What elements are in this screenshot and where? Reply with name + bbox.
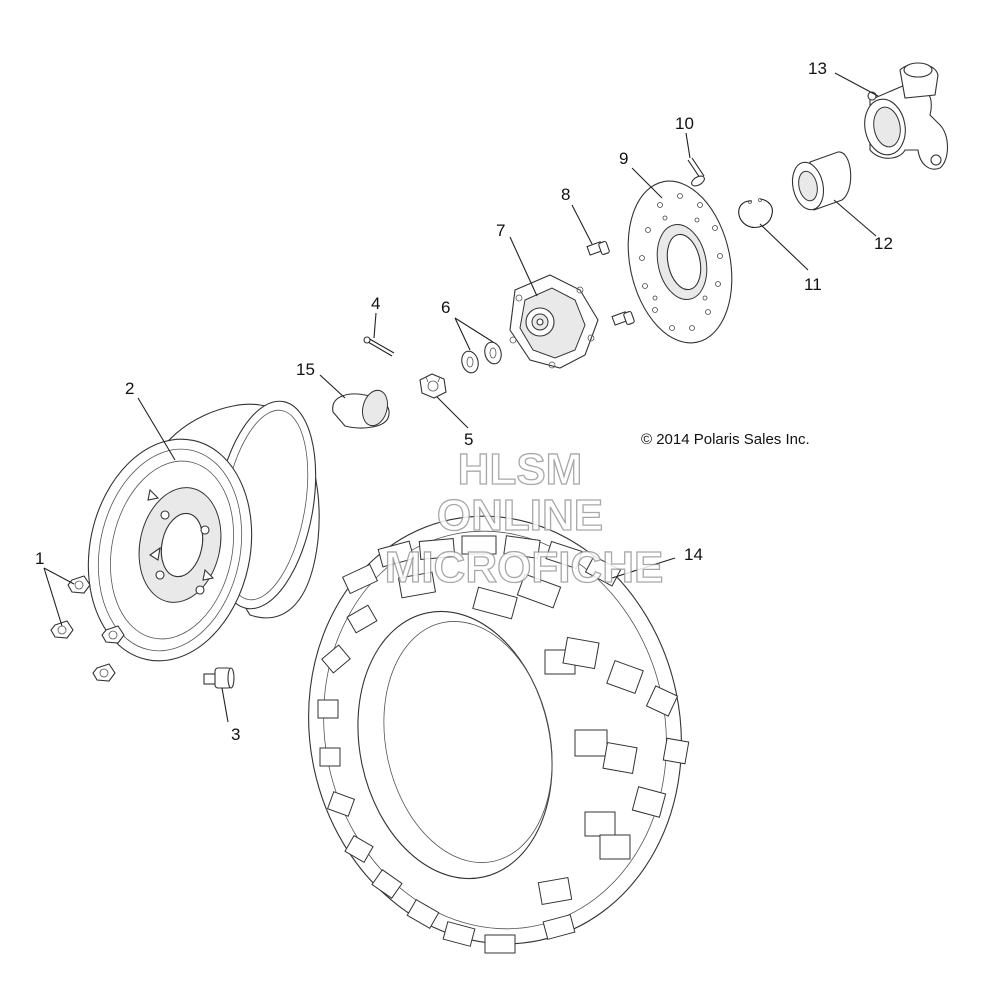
watermark-line-2: ONLINE [437, 491, 603, 540]
bearing-carrier[interactable] [860, 62, 949, 170]
leader-lines [43, 72, 879, 723]
wheel[interactable] [68, 393, 330, 676]
callout-11: 11 [804, 275, 822, 294]
hub-cap[interactable] [332, 388, 392, 429]
brake-disc[interactable] [614, 171, 746, 352]
callout-15: 15 [296, 360, 315, 379]
callout-4: 4 [371, 294, 380, 313]
bolt-lower[interactable] [611, 311, 635, 326]
tire-tread-lugs [317, 535, 690, 954]
callout-7: 7 [496, 221, 505, 240]
callout-2: 2 [125, 379, 134, 398]
callout-5: 5 [464, 430, 473, 449]
callout-13: 13 [808, 59, 827, 78]
cotter-pin[interactable] [363, 336, 395, 357]
callout-12: 12 [874, 234, 893, 253]
castle-nut[interactable] [419, 373, 447, 399]
bearing[interactable] [788, 151, 852, 213]
disc-screw[interactable] [687, 157, 706, 188]
callout-14: 14 [684, 545, 703, 564]
watermark-line-3: MICROFICHE [385, 543, 664, 592]
callout-3: 3 [231, 725, 240, 744]
callout-6: 6 [441, 298, 450, 317]
valve-stem[interactable] [203, 667, 235, 689]
callout-10: 10 [675, 114, 694, 133]
bolt-upper[interactable] [586, 241, 610, 256]
callout-8: 8 [561, 185, 570, 204]
watermark: HLSM ONLINE MICROFICHE [384, 444, 664, 592]
tire[interactable] [269, 481, 720, 979]
brake-disc-holes [639, 193, 723, 331]
callout-9: 9 [619, 149, 628, 168]
watermark-line-1: HLSM [458, 445, 583, 494]
callout-1: 1 [35, 549, 44, 568]
snap-ring[interactable] [738, 198, 773, 229]
wheel-hub[interactable] [509, 274, 599, 369]
copyright-notice: © 2014 Polaris Sales Inc. [641, 431, 810, 448]
washers[interactable] [459, 340, 503, 374]
